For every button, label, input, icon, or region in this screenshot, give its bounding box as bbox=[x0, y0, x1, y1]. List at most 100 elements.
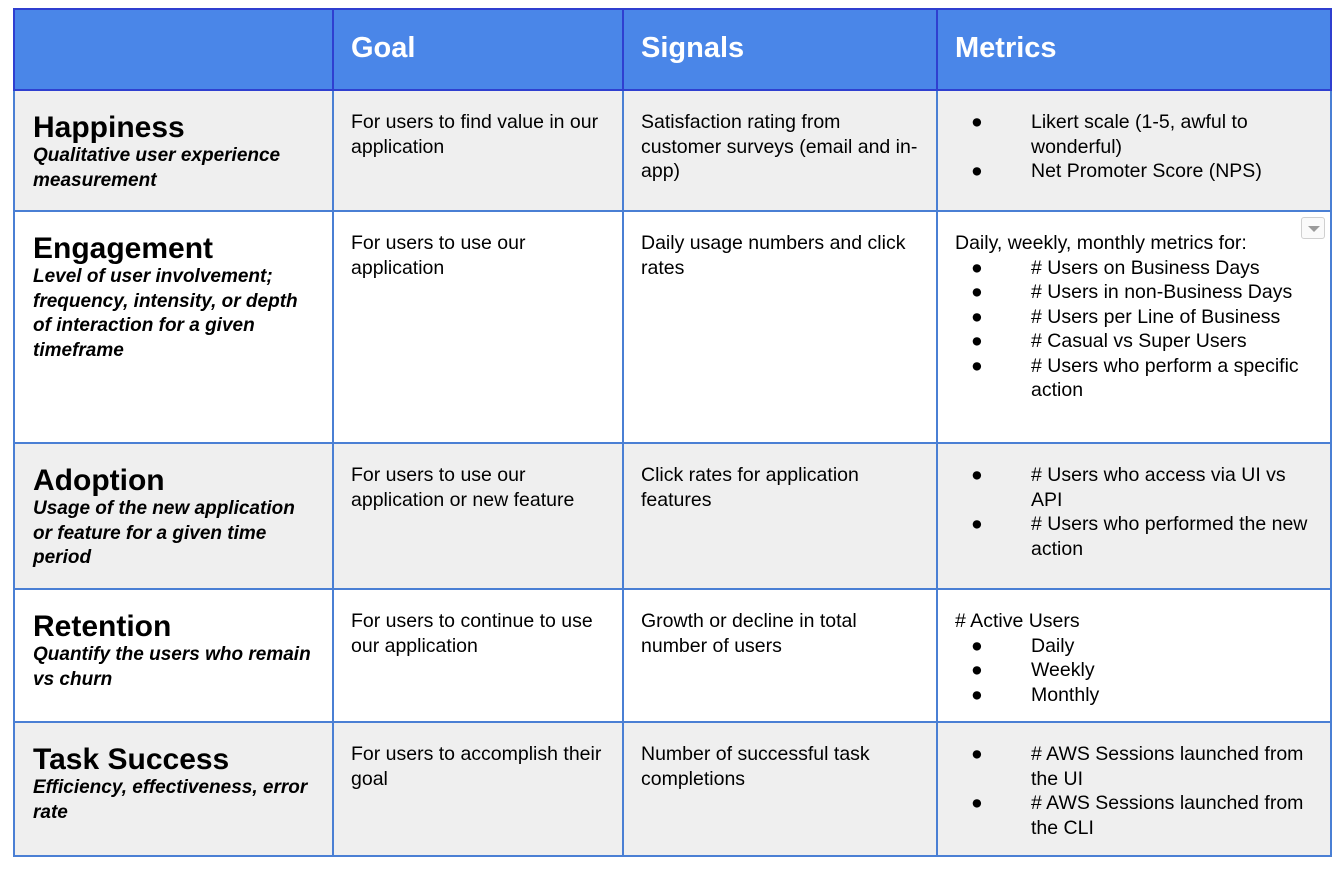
metric-text: Likert scale (1-5, awful to wonderful) bbox=[1031, 111, 1248, 158]
dimension-subtitle: Usage of the new application or feature … bbox=[33, 498, 295, 568]
metric-item: ● # AWS Sessions launched from the UI bbox=[955, 742, 1314, 791]
metric-text: # Users in non-Business Days bbox=[1031, 281, 1293, 303]
header-label-dimension bbox=[15, 10, 332, 32]
metric-text: Monthly bbox=[1031, 683, 1100, 706]
table-row-task-success: Task Success Efficiency, effectiveness, … bbox=[13, 721, 1332, 857]
metrics-intro: # Active Users bbox=[955, 610, 1080, 632]
signals-text: Daily usage numbers and click rates bbox=[641, 232, 906, 279]
goal-cell[interactable]: For users to use our application or new … bbox=[332, 442, 624, 590]
bullet-icon: ● bbox=[971, 634, 983, 657]
signals-text: Click rates for application features bbox=[641, 464, 859, 511]
header-label-metrics: Metrics bbox=[955, 32, 1057, 64]
dimension-cell[interactable]: Task Success Efficiency, effectiveness, … bbox=[13, 721, 334, 857]
bullet-icon: ● bbox=[971, 683, 983, 706]
goal-cell[interactable]: For users to continue to use our applica… bbox=[332, 588, 624, 723]
bullet-icon: ● bbox=[971, 305, 983, 328]
table-row-engagement: Engagement Level of user involvement; fr… bbox=[13, 210, 1332, 444]
table-row-happiness: Happiness Qualitative user experience me… bbox=[13, 89, 1332, 212]
bullet-icon: ● bbox=[971, 256, 983, 279]
bullet-icon: ● bbox=[971, 160, 983, 182]
metrics-cell[interactable]: # Active Users ● Daily ● Weekly ● Monthly bbox=[936, 588, 1332, 723]
metric-item: ● # Users who performed the new action bbox=[955, 512, 1314, 561]
heart-framework-table: Goal Signals Metrics Happiness Qualitati… bbox=[13, 8, 1332, 857]
metric-item: ● # Users on Business Days bbox=[955, 256, 1314, 281]
metric-item: ● # Casual vs Super Users bbox=[955, 329, 1314, 354]
bullet-icon: ● bbox=[971, 464, 983, 486]
signals-text: Number of successful task completions bbox=[641, 743, 870, 790]
metric-item: ● Daily bbox=[955, 634, 1314, 659]
metric-text: # Casual vs Super Users bbox=[1031, 330, 1247, 352]
metrics-cell[interactable]: ●Likert scale (1-5, awful to wonderful) … bbox=[936, 89, 1332, 212]
metrics-list: ●Likert scale (1-5, awful to wonderful) … bbox=[955, 110, 1314, 184]
signals-cell[interactable]: Satisfaction rating from customer survey… bbox=[622, 89, 938, 212]
metric-item: ● # Users who perform a specific action bbox=[955, 354, 1314, 403]
bullet-icon: ● bbox=[971, 281, 983, 303]
signals-text: Growth or decline in total number of use… bbox=[641, 610, 857, 657]
goal-text: For users to find value in our applicati… bbox=[351, 111, 599, 158]
header-label-goal: Goal bbox=[351, 32, 416, 64]
header-cell-dimension[interactable] bbox=[13, 8, 334, 91]
metric-item: ● Monthly bbox=[955, 683, 1314, 708]
signals-cell[interactable]: Daily usage numbers and click rates bbox=[622, 210, 938, 444]
metrics-list: ● # Users on Business Days ● # Users in no… bbox=[955, 256, 1314, 403]
dimension-subtitle: Efficiency, effectiveness, error rate bbox=[33, 777, 308, 823]
goal-cell[interactable]: For users to find value in our applicati… bbox=[332, 89, 624, 212]
signals-cell[interactable]: Number of successful task completions bbox=[622, 721, 938, 857]
metric-text: # AWS Sessions launched from the CLI bbox=[1031, 792, 1304, 839]
goal-cell[interactable]: For users to accomplish their goal bbox=[332, 721, 624, 857]
metric-text: # Users who performed the new action bbox=[1031, 513, 1308, 560]
metric-text: Daily bbox=[1031, 634, 1075, 657]
metric-text: Weekly bbox=[1031, 659, 1095, 681]
goal-text: For users to use our application or new … bbox=[351, 464, 575, 511]
goal-text: For users to use our application bbox=[351, 232, 526, 279]
dimension-cell[interactable]: Adoption Usage of the new application or… bbox=[13, 442, 334, 590]
header-cell-goal[interactable]: Goal bbox=[332, 8, 624, 91]
metrics-intro: Daily, weekly, monthly metrics for: bbox=[955, 232, 1247, 254]
dimension-title: Engagement bbox=[33, 232, 214, 265]
dimension-subtitle: Level of user involvement; frequency, in… bbox=[33, 266, 298, 361]
metric-item: ● Net Promoter Score (NPS) bbox=[955, 159, 1314, 184]
signals-cell[interactable]: Growth or decline in total number of use… bbox=[622, 588, 938, 723]
bullet-icon: ● bbox=[971, 330, 983, 352]
header-cell-metrics[interactable]: Metrics bbox=[936, 8, 1332, 91]
metric-item: ● Weekly bbox=[955, 658, 1314, 683]
metric-item: ● # Users in non-Business Days bbox=[955, 280, 1314, 305]
metric-item: ● Likert scale (1-5, awful to wonderful) bbox=[955, 110, 1314, 159]
bullet-icon: ● bbox=[971, 743, 983, 765]
dimension-cell[interactable]: Happiness Qualitative user experience me… bbox=[13, 89, 334, 212]
cell-dropdown-icon[interactable] bbox=[1301, 217, 1325, 239]
dimension-title: Adoption bbox=[33, 464, 165, 497]
goal-text: For users to continue to use our applica… bbox=[351, 610, 593, 657]
bullet-icon: ● bbox=[971, 792, 983, 814]
dimension-title: Happiness bbox=[33, 111, 185, 144]
metric-text: Net Promoter Score (NPS) bbox=[1031, 160, 1262, 182]
dimension-title: Task Success bbox=[33, 743, 230, 776]
bullet-icon: ● bbox=[971, 111, 983, 133]
metrics-list: ● Daily ● Weekly ● Monthly bbox=[955, 634, 1314, 708]
header-row: Goal Signals Metrics bbox=[13, 8, 1332, 91]
goal-text: For users to accomplish their goal bbox=[351, 743, 602, 790]
bullet-icon: ● bbox=[971, 659, 983, 681]
metric-text: # Users per Line of Business bbox=[1031, 305, 1281, 328]
metrics-cell[interactable]: ● # AWS Sessions launched from the UI ● # … bbox=[936, 721, 1332, 857]
goal-cell[interactable]: For users to use our application bbox=[332, 210, 624, 444]
metrics-cell[interactable]: Daily, weekly, monthly metrics for: ● # U… bbox=[936, 210, 1332, 444]
header-label-signals: Signals bbox=[641, 32, 745, 64]
metric-text: # Users who perform a specific action bbox=[1031, 354, 1299, 402]
metrics-list: ● # Users who access via UI vs API ● # Use… bbox=[955, 463, 1314, 561]
signals-cell[interactable]: Click rates for application features bbox=[622, 442, 938, 590]
dimension-title: Retention bbox=[33, 610, 172, 643]
header-cell-signals[interactable]: Signals bbox=[622, 8, 938, 91]
dimension-cell[interactable]: Engagement Level of user involvement; fr… bbox=[13, 210, 334, 444]
dimension-subtitle: Quantify the users who remain vs churn bbox=[33, 644, 311, 690]
signals-text: Satisfaction rating from customer survey… bbox=[641, 111, 918, 182]
metric-text: # Users who access via UI vs API bbox=[1031, 464, 1286, 511]
metric-text: # Users on Business Days bbox=[1031, 256, 1260, 279]
bullet-icon: ● bbox=[971, 354, 983, 377]
metrics-cell[interactable]: ● # Users who access via UI vs API ● # Use… bbox=[936, 442, 1332, 590]
metric-text: # AWS Sessions launched from the UI bbox=[1031, 743, 1304, 790]
dimension-cell[interactable]: Retention Quantify the users who remain … bbox=[13, 588, 334, 723]
dimension-subtitle: Qualitative user experience measurement bbox=[33, 145, 281, 191]
metrics-list: ● # AWS Sessions launched from the UI ● # … bbox=[955, 742, 1314, 840]
bullet-icon: ● bbox=[971, 513, 983, 535]
